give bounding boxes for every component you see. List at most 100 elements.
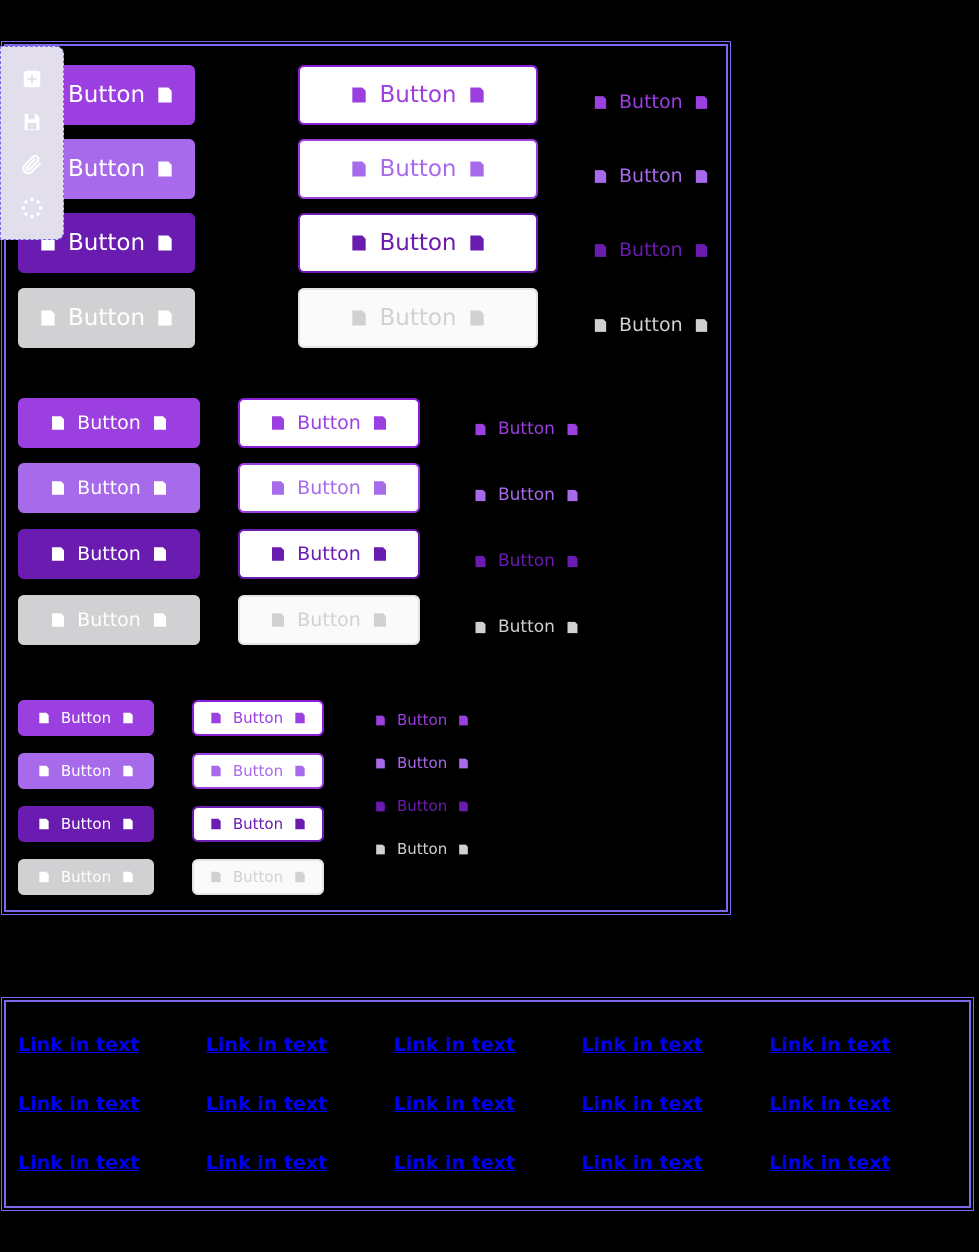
button-label: Button (232, 814, 284, 833)
save-icon (269, 479, 287, 497)
button-small-text-default[interactable]: Button (360, 702, 484, 738)
buttons-showcase-frame (1, 41, 731, 915)
save-icon (592, 168, 609, 185)
save-icon (37, 817, 51, 831)
save-icon (121, 870, 135, 884)
button-label: Button (379, 304, 457, 331)
button-label: Button (77, 411, 141, 434)
save-icon (565, 620, 580, 635)
button-label: Button (397, 753, 448, 772)
button-medium-outline-hover[interactable]: Button (238, 463, 420, 513)
button-medium-filled-disabled: Button (18, 595, 200, 645)
link-in-text[interactable]: Link in text (581, 1092, 703, 1115)
save-icon (37, 870, 51, 884)
button-small-text-active[interactable]: Button (360, 788, 484, 824)
save-icon (565, 422, 580, 437)
link-in-text[interactable]: Link in text (581, 1151, 703, 1174)
button-label: Button (397, 839, 448, 858)
link-in-text[interactable]: Link in text (769, 1151, 891, 1174)
link-in-text[interactable]: Link in text (769, 1092, 891, 1115)
link-in-text[interactable]: Link in text (205, 1151, 328, 1174)
save-icon (155, 159, 175, 179)
link-in-text[interactable]: Link in text (18, 1034, 140, 1057)
button-medium-filled-hover[interactable]: Button (18, 463, 200, 513)
save-icon (121, 764, 135, 778)
button-label: Button (232, 761, 284, 780)
button-small-outline-active[interactable]: Button (192, 806, 324, 842)
link-cell: Link in text (206, 1093, 394, 1115)
button-small-text-hover[interactable]: Button (360, 745, 484, 781)
button-label: Button (77, 476, 141, 499)
button-large-filled-disabled: Button (18, 288, 196, 348)
button-medium-text-disabled: Button (455, 602, 598, 652)
button-large-text-default[interactable]: Button (572, 72, 730, 132)
button-label: Button (498, 484, 555, 505)
save-button[interactable] (17, 107, 47, 137)
button-label: Button (60, 814, 112, 833)
link-in-text[interactable]: Link in text (205, 1034, 328, 1057)
link-in-text[interactable]: Link in text (393, 1151, 515, 1174)
button-small-filled-default[interactable]: Button (18, 700, 154, 736)
button-medium-text-default[interactable]: Button (455, 404, 598, 454)
button-small-text-disabled: Button (360, 831, 484, 867)
link-in-text[interactable]: Link in text (205, 1092, 328, 1115)
button-medium-outline-default[interactable]: Button (238, 398, 420, 448)
button-small-outline-default[interactable]: Button (192, 700, 324, 736)
save-icon (49, 545, 67, 563)
links-grid: Link in text Link in text Link in text L… (4, 1000, 971, 1208)
save-icon (467, 159, 487, 179)
button-medium-text-hover[interactable]: Button (455, 470, 598, 520)
attach-button[interactable] (17, 150, 47, 180)
save-icon (457, 714, 470, 727)
save-icon (151, 611, 169, 629)
link-in-text[interactable]: Link in text (18, 1092, 140, 1115)
save-icon (269, 611, 287, 629)
save-icon (37, 764, 51, 778)
save-icon (349, 159, 369, 179)
button-large-outline-active[interactable]: Button (298, 213, 538, 273)
button-medium-outline-active[interactable]: Button (238, 529, 420, 579)
link-in-text[interactable]: Link in text (581, 1034, 703, 1057)
button-small-outline-hover[interactable]: Button (192, 753, 324, 789)
button-medium-filled-active[interactable]: Button (18, 529, 200, 579)
save-icon (467, 308, 487, 328)
button-medium-text-active[interactable]: Button (455, 536, 598, 586)
save-icon (209, 764, 223, 778)
save-icon (293, 870, 307, 884)
save-icon (592, 242, 609, 259)
link-in-text[interactable]: Link in text (393, 1092, 515, 1115)
save-icon (565, 488, 580, 503)
button-large-outline-default[interactable]: Button (298, 65, 538, 125)
save-icon (155, 85, 175, 105)
button-large-outline-hover[interactable]: Button (298, 139, 538, 199)
paperclip-icon (20, 153, 44, 177)
loading-spinner-icon (20, 196, 44, 220)
button-small-filled-hover[interactable]: Button (18, 753, 154, 789)
button-medium-filled-default[interactable]: Button (18, 398, 200, 448)
save-icon (269, 414, 287, 432)
link-in-text[interactable]: Link in text (769, 1034, 891, 1057)
save-icon (371, 479, 389, 497)
save-icon (293, 817, 307, 831)
link-cell: Link in text (581, 1034, 769, 1056)
button-label: Button (77, 608, 141, 631)
floating-toolbar[interactable] (0, 46, 64, 240)
button-label: Button (498, 550, 555, 571)
button-large-text-hover[interactable]: Button (572, 146, 730, 206)
save-icon (151, 414, 169, 432)
save-icon (269, 545, 287, 563)
link-in-text[interactable]: Link in text (18, 1151, 140, 1174)
button-small-outline-disabled: Button (192, 859, 324, 895)
add-button[interactable] (17, 64, 47, 94)
button-label: Button (498, 616, 555, 637)
link-in-text[interactable]: Link in text (393, 1034, 515, 1057)
save-icon (121, 817, 135, 831)
save-icon (693, 168, 710, 185)
button-label: Button (619, 238, 683, 261)
button-label: Button (379, 81, 457, 108)
button-label: Button (379, 155, 457, 182)
button-label: Button (68, 229, 146, 256)
plus-square-icon (21, 68, 43, 90)
button-large-text-active[interactable]: Button (572, 220, 730, 280)
button-small-filled-active[interactable]: Button (18, 806, 154, 842)
